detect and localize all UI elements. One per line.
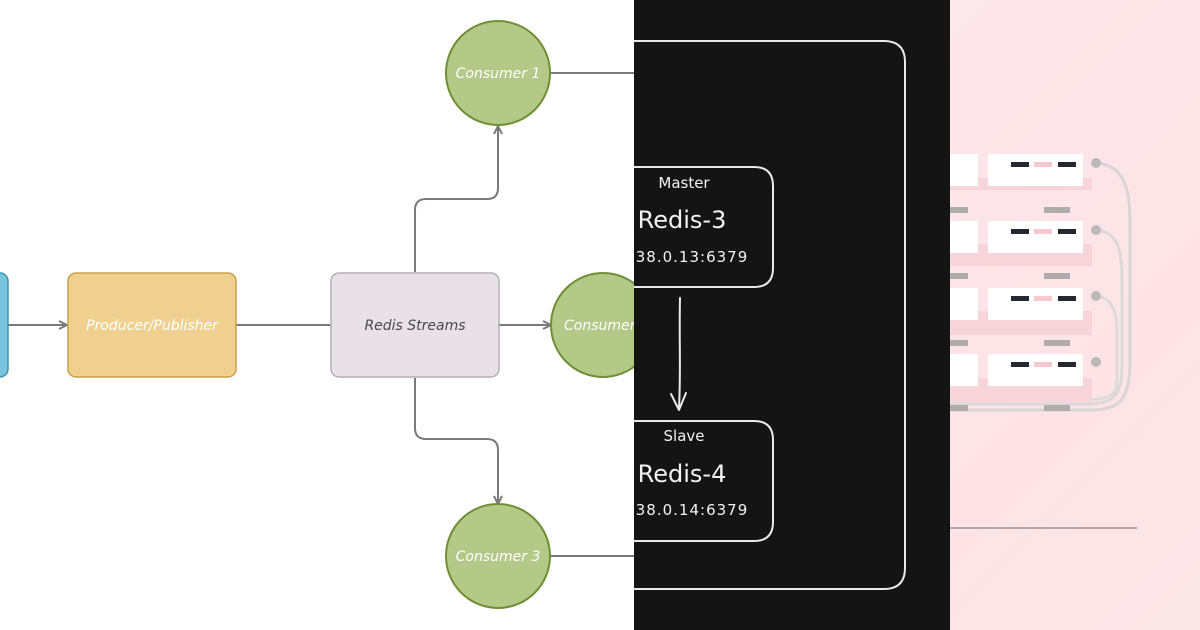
replication-arrowhead [670,392,687,411]
consumer-1-label: Consumer 1 [456,66,541,82]
rack-unit-1 [950,154,1101,213]
consumer-3-node [445,503,551,609]
producer-label: Producer/Publisher [86,318,219,334]
slave-box [634,420,774,542]
rack-unit-4 [950,354,1101,411]
rack-cable-2 [950,228,1124,406]
consumer-2-node [550,272,634,378]
streams-to-consumer3-arrow [414,378,498,503]
master-name-label: Redis-3 [638,206,727,234]
replication-arrow [678,297,681,409]
consumer-2-label: Consumer [564,318,634,334]
consumer-3-label: Consumer 3 [456,549,541,565]
rack-cable-1 [950,161,1132,412]
slave-name-label: Redis-4 [638,460,727,488]
consumer-1-node [445,20,551,126]
rack-cable-3 [1079,294,1119,402]
streams-to-consumer1-arrow [414,127,498,272]
source-node [0,272,9,378]
streams-node [330,272,500,378]
master-box [634,166,774,288]
master-role-label: Master [658,174,710,192]
streams-label: Redis Streams [364,318,465,334]
rack-unit-3 [950,288,1101,346]
producer-node [67,272,237,378]
streams-flow-diagram: Producer/Publisher Redis Streams Consume… [0,20,634,609]
cluster-container [634,40,906,590]
streams-flow-panel: Producer/Publisher Redis Streams Consume… [0,20,634,609]
slave-address-label: .38.0.14:6379 [634,501,748,519]
server-rack-illustration [950,154,1137,529]
server-rack-panel [950,0,1200,630]
replication-panel: Master Redis-3 .38.0.13:6379 Slave Redis… [634,0,950,630]
rack-unit-2 [950,221,1101,279]
replication-diagram: Master Redis-3 .38.0.13:6379 Slave Redis… [634,40,906,590]
master-address-label: .38.0.13:6379 [634,248,748,266]
slave-role-label: Slave [664,427,705,445]
